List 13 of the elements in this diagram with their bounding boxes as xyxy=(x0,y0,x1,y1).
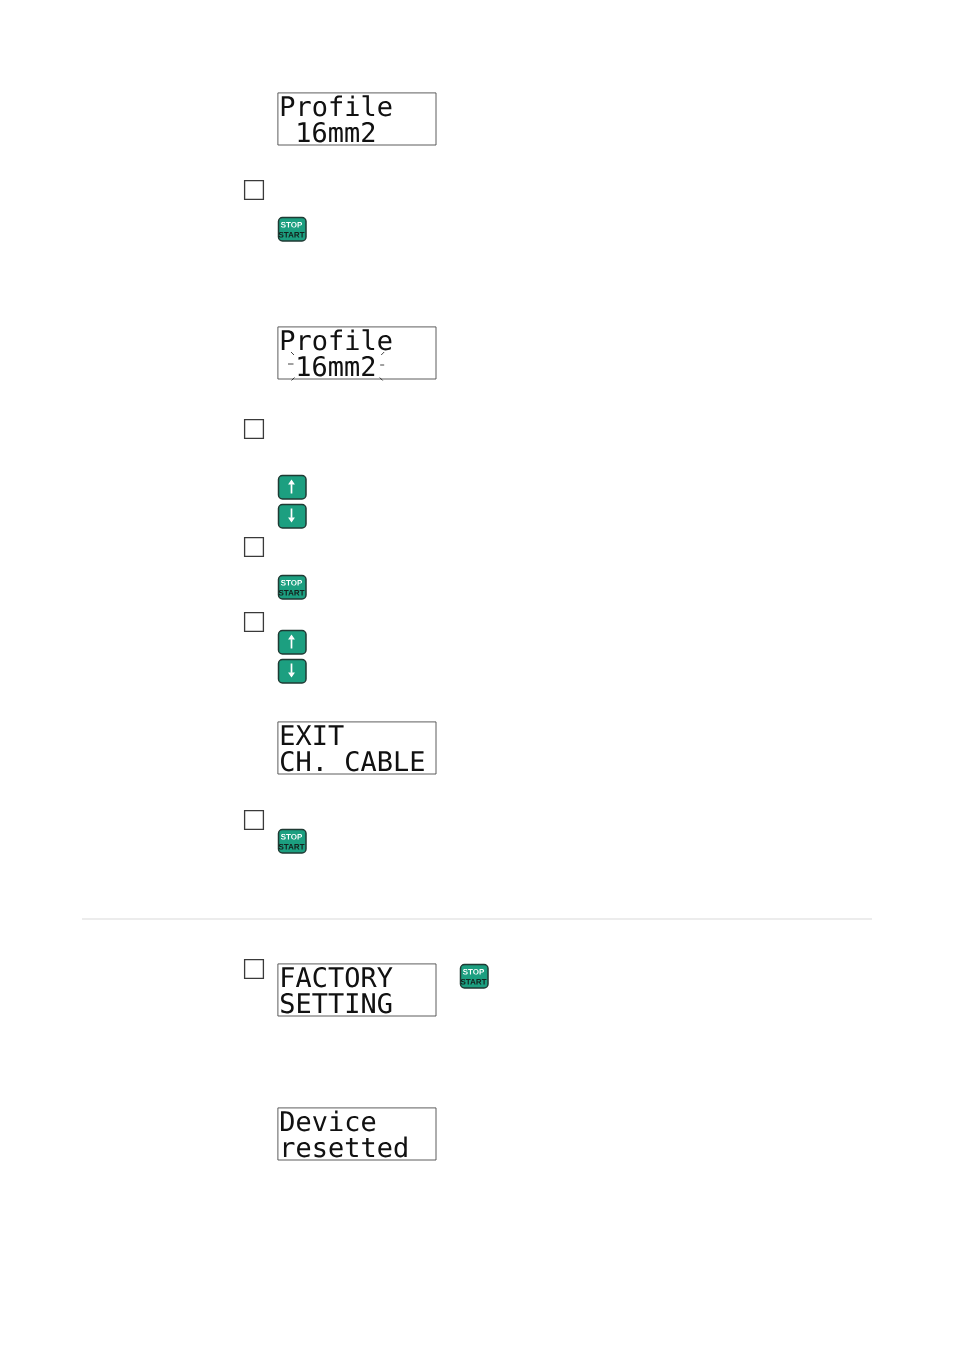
stop-start-key: STOP START xyxy=(459,963,489,989)
lcd-display: Profile 16mm2 xyxy=(277,92,437,146)
stop-start-key: STOP START xyxy=(277,216,307,242)
stop-start-key: STOP START xyxy=(277,828,307,854)
stop-start-key: STOP START xyxy=(277,574,307,600)
up-arrow-key xyxy=(277,474,307,500)
lcd-display: Profile 16mm2 xyxy=(277,326,437,380)
down-arrow-key xyxy=(277,503,307,529)
lcd-display: FACTORY SETTING xyxy=(277,963,437,1017)
down-arrow-key xyxy=(277,658,307,684)
lcd-display: Device resetted xyxy=(277,1107,437,1161)
lcd-display: EXIT CH. CABLE xyxy=(277,721,437,775)
up-arrow-key xyxy=(277,629,307,655)
